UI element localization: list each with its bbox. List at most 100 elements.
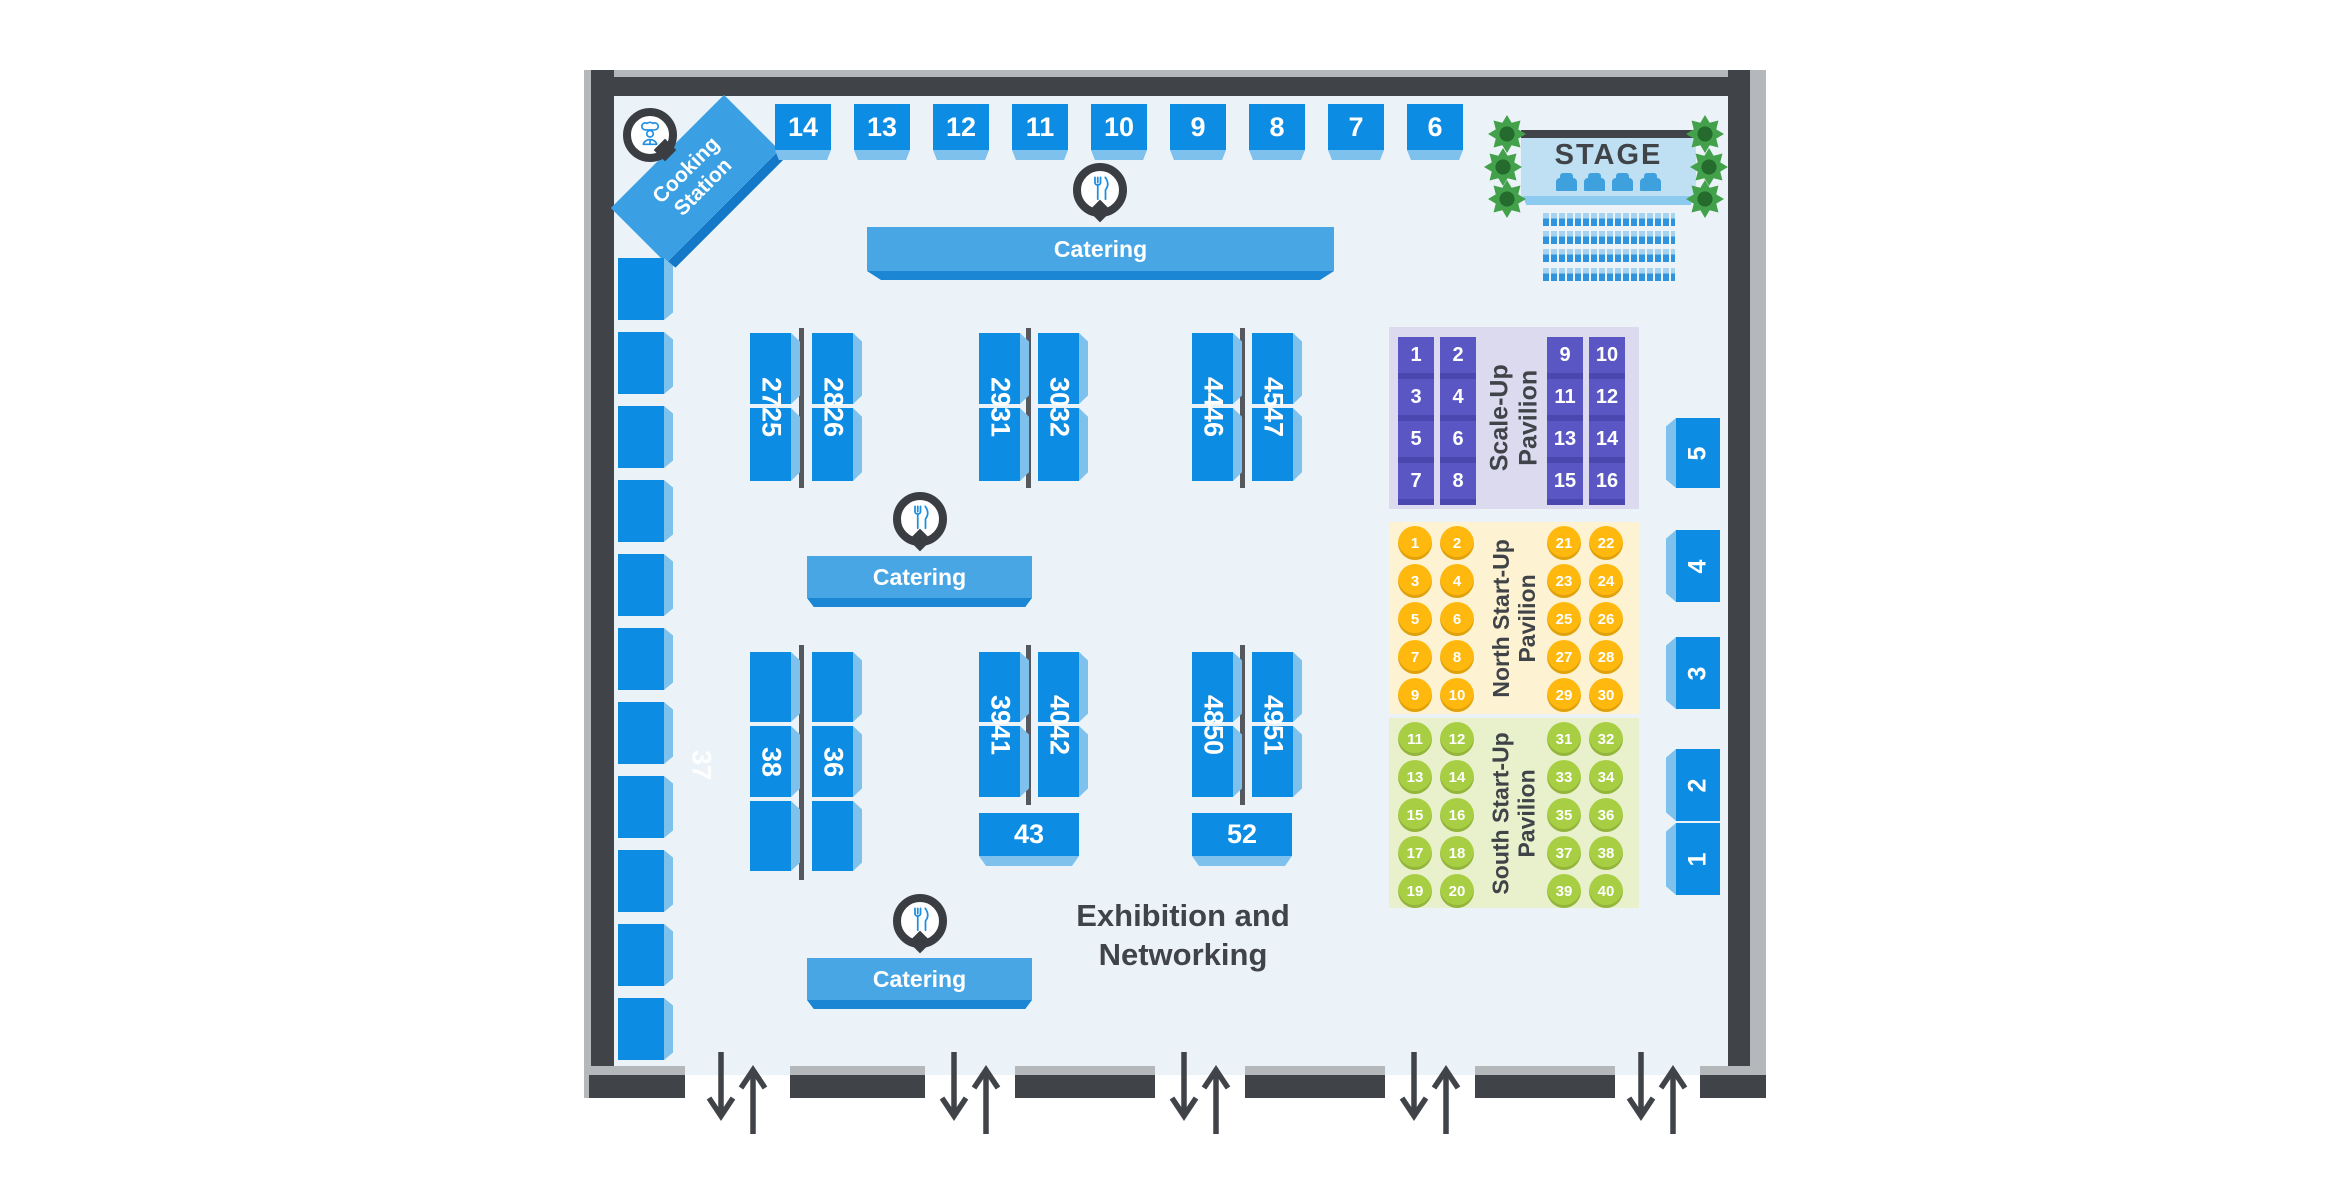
booth-4951[interactable]: [1252, 726, 1293, 797]
booth-36[interactable]: [812, 726, 853, 797]
north-start-up-booth-4[interactable]: 4: [1440, 564, 1474, 598]
booth-1[interactable]: 1: [1676, 823, 1720, 895]
booth-3941[interactable]: [979, 726, 1020, 797]
booth-38[interactable]: [750, 726, 791, 797]
left-wall-booth[interactable]: [618, 776, 664, 838]
left-wall-booth[interactable]: [618, 924, 664, 986]
booth-13[interactable]: 13: [854, 104, 910, 150]
north-start-up-booth-6[interactable]: 6: [1440, 602, 1474, 636]
left-wall-booth[interactable]: [618, 702, 664, 764]
north-start-up-booth-22[interactable]: 22: [1589, 526, 1623, 560]
scale-up-booth-3[interactable]: 3: [1398, 379, 1434, 421]
north-start-up-booth-1[interactable]: 1: [1398, 526, 1432, 560]
south-start-up-booth-20[interactable]: 20: [1440, 874, 1474, 908]
left-wall-booth[interactable]: [618, 998, 664, 1060]
south-start-up-booth-40[interactable]: 40: [1589, 874, 1623, 908]
booth-4042[interactable]: [1038, 652, 1079, 722]
booth-7[interactable]: 7: [1328, 104, 1384, 150]
booth-3032[interactable]: [1038, 333, 1079, 404]
north-start-up-booth-21[interactable]: 21: [1547, 526, 1581, 560]
north-start-up-booth-24[interactable]: 24: [1589, 564, 1623, 598]
catering-station-1[interactable]: Catering: [867, 227, 1334, 271]
booth-52[interactable]: 52: [1192, 813, 1292, 856]
north-start-up-booth-25[interactable]: 25: [1547, 602, 1581, 636]
left-wall-booth[interactable]: [618, 628, 664, 690]
south-start-up-booth-33[interactable]: 33: [1547, 760, 1581, 794]
south-start-up-booth-17[interactable]: 17: [1398, 836, 1432, 870]
scale-up-booth-7[interactable]: 7: [1398, 463, 1434, 505]
north-start-up-booth-7[interactable]: 7: [1398, 640, 1432, 674]
south-start-up-booth-37[interactable]: 37: [1547, 836, 1581, 870]
north-start-up-booth-29[interactable]: 29: [1547, 678, 1581, 712]
scale-up-booth-5[interactable]: 5: [1398, 421, 1434, 463]
north-start-up-booth-28[interactable]: 28: [1589, 640, 1623, 674]
booth-2931[interactable]: [979, 408, 1020, 481]
left-wall-booth[interactable]: [618, 480, 664, 542]
booth-4547[interactable]: [1252, 333, 1293, 404]
booth-2[interactable]: 2: [1676, 749, 1720, 821]
left-wall-booth[interactable]: [618, 406, 664, 468]
north-start-up-booth-10[interactable]: 10: [1440, 678, 1474, 712]
booth-4951[interactable]: [1252, 652, 1293, 722]
south-start-up-booth-16[interactable]: 16: [1440, 798, 1474, 832]
booth-14[interactable]: 14: [775, 104, 831, 150]
scale-up-booth-15[interactable]: 15: [1547, 463, 1583, 505]
north-start-up-booth-23[interactable]: 23: [1547, 564, 1581, 598]
south-start-up-booth-13[interactable]: 13: [1398, 760, 1432, 794]
booth-8[interactable]: 8: [1249, 104, 1305, 150]
north-start-up-booth-30[interactable]: 30: [1589, 678, 1623, 712]
booth-4446[interactable]: [1192, 408, 1233, 481]
south-start-up-booth-39[interactable]: 39: [1547, 874, 1581, 908]
booth-10[interactable]: 10: [1091, 104, 1147, 150]
south-start-up-booth-34[interactable]: 34: [1589, 760, 1623, 794]
north-start-up-booth-3[interactable]: 3: [1398, 564, 1432, 598]
scale-up-booth-14[interactable]: 14: [1589, 421, 1625, 463]
booth-3032[interactable]: [1038, 408, 1079, 481]
scale-up-booth-12[interactable]: 12: [1589, 379, 1625, 421]
south-start-up-booth-12[interactable]: 12: [1440, 722, 1474, 756]
south-start-up-booth-19[interactable]: 19: [1398, 874, 1432, 908]
booth-43[interactable]: 43: [979, 813, 1079, 856]
north-start-up-booth-26[interactable]: 26: [1589, 602, 1623, 636]
booth-4042[interactable]: [1038, 726, 1079, 797]
booth-36[interactable]: [812, 652, 853, 722]
north-start-up-booth-8[interactable]: 8: [1440, 640, 1474, 674]
south-start-up-booth-11[interactable]: 11: [1398, 722, 1432, 756]
booth-2725[interactable]: [750, 333, 791, 404]
south-start-up-booth-35[interactable]: 35: [1547, 798, 1581, 832]
booth-38[interactable]: [750, 652, 791, 722]
booth-36[interactable]: [812, 801, 853, 871]
booth-4446[interactable]: [1192, 333, 1233, 404]
booth-4850[interactable]: [1192, 726, 1233, 797]
left-wall-booth[interactable]: [618, 332, 664, 394]
south-start-up-booth-15[interactable]: 15: [1398, 798, 1432, 832]
scale-up-booth-10[interactable]: 10: [1589, 337, 1625, 379]
scale-up-booth-4[interactable]: 4: [1440, 379, 1476, 421]
left-wall-booth[interactable]: [618, 554, 664, 616]
scale-up-booth-9[interactable]: 9: [1547, 337, 1583, 379]
south-start-up-booth-38[interactable]: 38: [1589, 836, 1623, 870]
scale-up-booth-1[interactable]: 1: [1398, 337, 1434, 379]
north-start-up-booth-9[interactable]: 9: [1398, 678, 1432, 712]
south-start-up-booth-31[interactable]: 31: [1547, 722, 1581, 756]
booth-4547[interactable]: [1252, 408, 1293, 481]
booth-2931[interactable]: [979, 333, 1020, 404]
booth-9[interactable]: 9: [1170, 104, 1226, 150]
booth-5[interactable]: 5: [1676, 418, 1720, 488]
north-start-up-booth-5[interactable]: 5: [1398, 602, 1432, 636]
south-start-up-booth-14[interactable]: 14: [1440, 760, 1474, 794]
booth-2826[interactable]: [812, 408, 853, 481]
booth-2725[interactable]: [750, 408, 791, 481]
north-start-up-booth-27[interactable]: 27: [1547, 640, 1581, 674]
scale-up-booth-13[interactable]: 13: [1547, 421, 1583, 463]
booth-12[interactable]: 12: [933, 104, 989, 150]
scale-up-booth-8[interactable]: 8: [1440, 463, 1476, 505]
left-wall-booth[interactable]: [618, 258, 664, 320]
left-wall-booth[interactable]: [618, 850, 664, 912]
scale-up-booth-2[interactable]: 2: [1440, 337, 1476, 379]
catering-station-2[interactable]: Catering: [807, 556, 1032, 598]
booth-6[interactable]: 6: [1407, 104, 1463, 150]
catering-station-3[interactable]: Catering: [807, 958, 1032, 1000]
booth-38[interactable]: [750, 801, 791, 871]
scale-up-booth-16[interactable]: 16: [1589, 463, 1625, 505]
